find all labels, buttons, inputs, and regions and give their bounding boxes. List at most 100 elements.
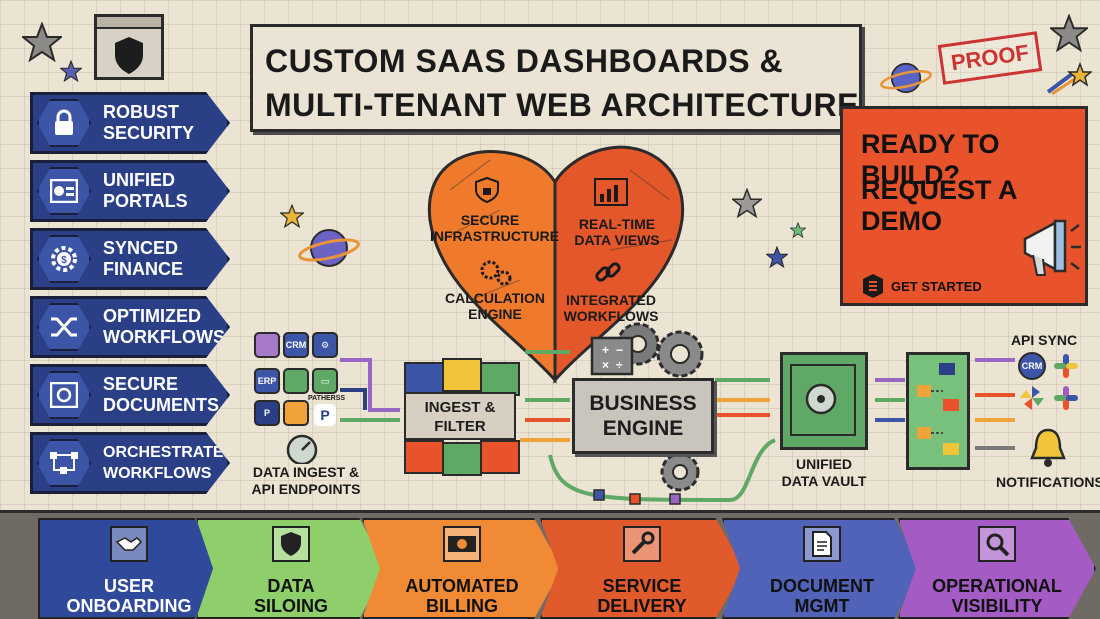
sidebar-item-label: SECURITY: [103, 123, 195, 143]
notifications-label: NOTIFICATIONS: [996, 474, 1100, 490]
svg-text:×: ×: [602, 358, 609, 372]
workflow-panel: [906, 352, 970, 470]
data-cube: [480, 362, 520, 396]
star-icon: [22, 22, 62, 62]
pipeline-step-label: OPERATIONAL: [932, 576, 1062, 596]
connector-lines: [340, 350, 1015, 505]
business-engine-label: BUSINESS: [589, 392, 697, 415]
ingest-label-line: FILTER: [434, 418, 486, 435]
flow-icon: [37, 439, 91, 487]
cta-heading-2: REQUEST A DEMO: [861, 175, 1017, 236]
star-icon: [790, 222, 806, 238]
star-icon: [732, 188, 762, 218]
bar-chart-icon: [594, 178, 628, 206]
gauge-icon: [286, 434, 318, 464]
business-engine-label: ENGINE: [602, 417, 684, 440]
sidebar-item-label: DOCUMENTS: [103, 395, 219, 415]
engine-label: SECURE: [460, 212, 520, 228]
vault-label-line: UNIFIED: [796, 456, 852, 472]
shield-icon: [272, 526, 310, 562]
cash-icon: [443, 526, 481, 562]
data-ingest-label-line: DATA INGEST &: [252, 464, 360, 480]
svg-text:−: −: [616, 343, 623, 357]
planet-icon: [298, 229, 360, 267]
data-cube: [480, 440, 520, 474]
gear-icon: [660, 452, 700, 492]
slack-icon: [1054, 354, 1078, 378]
link-icon: [595, 262, 621, 282]
pipeline-step-label: AUTOMATED: [405, 576, 519, 596]
sidebar-item-label: ORCHESTRATED: [103, 444, 236, 461]
ingest-label-line: INGEST &: [424, 399, 496, 416]
engine-label: WORKFLOWS: [563, 308, 659, 324]
engine-label: DATA VIEWS: [574, 232, 660, 248]
title-line-1: CUSTOM SAAS DASHBOARDS &: [265, 43, 784, 79]
data-ingest-label-line: API ENDPOINTS: [251, 481, 361, 497]
engine-label: CALCULATION: [444, 290, 546, 306]
settings-app-tile: ⚙: [312, 332, 338, 358]
demo-cta-panel[interactable]: READY TO BUILD? REQUEST A DEMO GET START…: [840, 106, 1088, 306]
api-sync-label: API SYNC: [1010, 332, 1078, 348]
pipeline-step-label: ONBOARDING: [66, 596, 192, 616]
crm-icon: CRM: [1018, 352, 1046, 380]
sidebar-item-label: FINANCE: [103, 259, 183, 279]
get-started-label: GET STARTED: [891, 279, 982, 294]
sidebar-item-label: ROBUST: [103, 102, 179, 122]
pipeline-step-label: DOCUMENT: [770, 576, 874, 596]
handshake-icon: [110, 526, 148, 562]
planet-icon: [880, 62, 932, 94]
proof-stamp: PROOF: [937, 31, 1043, 85]
star-icon: [1050, 14, 1088, 52]
lock-icon: [37, 99, 91, 147]
dollar-gear-icon: $: [37, 235, 91, 283]
star-icon: [60, 60, 82, 82]
pipeline-step-label: USER: [103, 576, 154, 596]
vault-label-line: DATA VAULT: [781, 473, 867, 489]
document-icon: [803, 526, 841, 562]
shipping-app-tile: [283, 400, 309, 426]
erp-app-tile: ERP: [254, 368, 280, 394]
bell-icon: [1030, 428, 1066, 467]
page-title: CUSTOM SAAS DASHBOARDS & MULTI-TENANT WE…: [250, 24, 862, 132]
pipeline-step-label: SERVICE: [602, 576, 682, 596]
data-cube: [442, 442, 482, 476]
patherss-label: PATHERSS: [308, 395, 346, 402]
svg-text:+: +: [602, 343, 609, 357]
star-icon: [280, 204, 304, 228]
safe-icon: [37, 371, 91, 419]
logo-icon: [863, 274, 883, 298]
gears-icon: [480, 260, 512, 286]
star-icon: [766, 246, 788, 268]
pipeline-step-label: DATA: [267, 576, 315, 596]
shuffle-icon: [37, 303, 91, 351]
data-vault-safe: [780, 352, 868, 450]
sidebar-item-label: SYNCED: [103, 238, 179, 258]
gear-icon: [616, 322, 704, 378]
magnifier-icon: [978, 526, 1016, 562]
integration-app-tile: [283, 368, 309, 394]
crm-app-tile: CRM: [283, 332, 309, 358]
sidebar-item-label: SECURE: [103, 374, 179, 394]
data-cube: [404, 362, 444, 396]
engine-label: REAL-TIME: [578, 216, 656, 232]
pipeline-step-label: DELIVERY: [597, 596, 687, 616]
pipeline-step-label: MGMT: [794, 596, 850, 616]
slack-icon: [1054, 386, 1078, 410]
sidebar-item-label: WORKFLOWS: [103, 327, 225, 347]
dashboard-icon: [37, 167, 91, 215]
business-engine-box: BUSINESS ENGINE: [572, 378, 714, 454]
wrench-icon: [623, 526, 661, 562]
data-ingest-label: DATA INGEST & API ENDPOINTS: [248, 464, 364, 498]
